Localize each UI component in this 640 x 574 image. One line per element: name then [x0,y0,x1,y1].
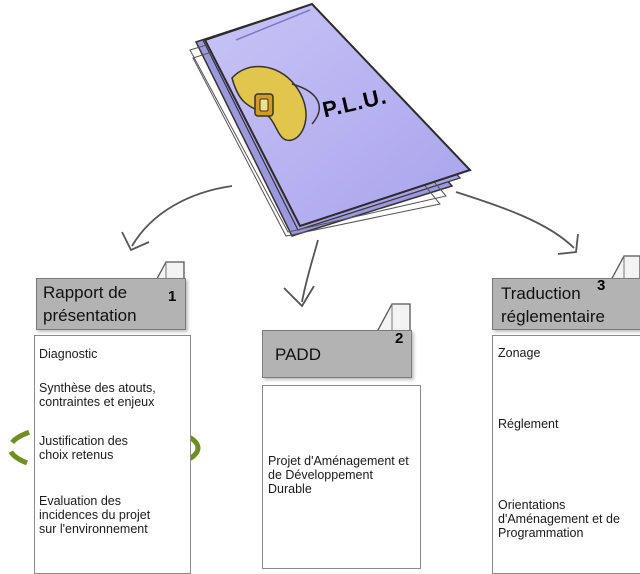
arrow-to-traduction [455,191,579,255]
padd-header: PADD [262,330,412,378]
padd-item-projet: Projet d'Aménagement et de Développement… [268,454,409,496]
rapport-panel: Diagnostic Synthèse des atouts, contrain… [34,335,191,574]
rapport-item-evaluation: Evaluation des incidences du projet sur … [39,494,151,536]
arrow-to-rapport [121,185,233,252]
rapport-number: 1 [168,288,177,305]
rapport-item-diagnostic: Diagnostic [39,347,98,361]
plu-folder [189,2,472,237]
traduction-number: 3 [597,277,606,294]
rapport-item-justification: Justification des choix retenus [39,434,128,462]
rapport-title-line1: Rapport de [43,283,128,302]
padd-number: 2 [395,330,404,347]
traduction-title-line1: Traduction [501,284,581,303]
traduction-title-line2: réglementaire [501,307,605,326]
arrow-to-padd [283,239,319,308]
traduction-panel: Zonage Réglement Orientations d'Aménagem… [492,335,640,574]
rapport-header: Rapport de présentation [36,278,186,330]
rapport-title-line2: présentation [43,306,137,325]
rapport-item-synthese: Synthèse des atouts, contraintes et enje… [39,381,156,409]
traduction-item-reglement: Réglement [498,417,559,431]
padd-title: PADD [275,345,321,364]
traduction-item-zonage: Zonage [498,346,541,360]
padd-panel: Projet d'Aménagement et de Développement… [262,385,421,569]
folder-strap [231,65,321,141]
traduction-header: Traduction réglementaire [492,278,640,330]
traduction-item-orientations: Orientations d'Aménagement et de Program… [498,498,620,540]
